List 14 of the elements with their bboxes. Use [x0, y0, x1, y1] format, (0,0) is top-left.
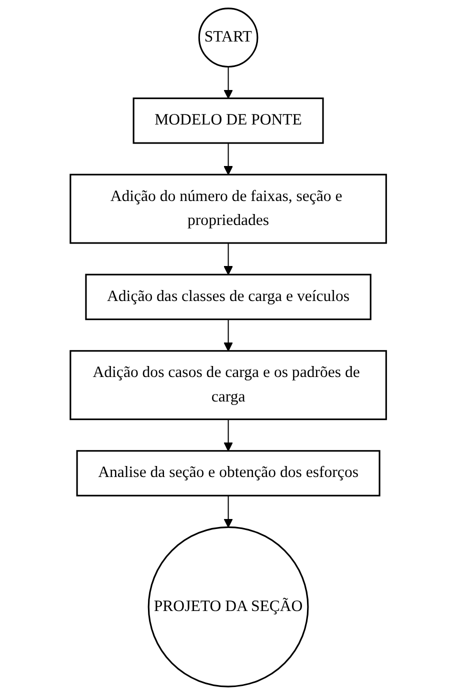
arrow: [224, 243, 234, 276]
node-circle: [148, 526, 309, 688]
arrow: [224, 496, 234, 528]
node-circle: [198, 8, 258, 68]
node-box: [70, 174, 388, 244]
node-box: [85, 274, 372, 320]
arrow: [224, 319, 234, 352]
flowchart: START MODELO DE PONTE Adição do número de faixas, seção e propriedades Adição das classes de carga e veículos Adição dos casos de carga e os padrões de carga Analise da seção e obtenção dos esforços PROJETO DA SEÇÃO: [62, 0, 395, 695]
node-box: [70, 350, 388, 420]
arrow: [224, 143, 234, 176]
node-box: [132, 98, 324, 144]
arrow: [224, 419, 234, 452]
node-box: [76, 450, 381, 496]
arrow: [224, 66, 234, 99]
